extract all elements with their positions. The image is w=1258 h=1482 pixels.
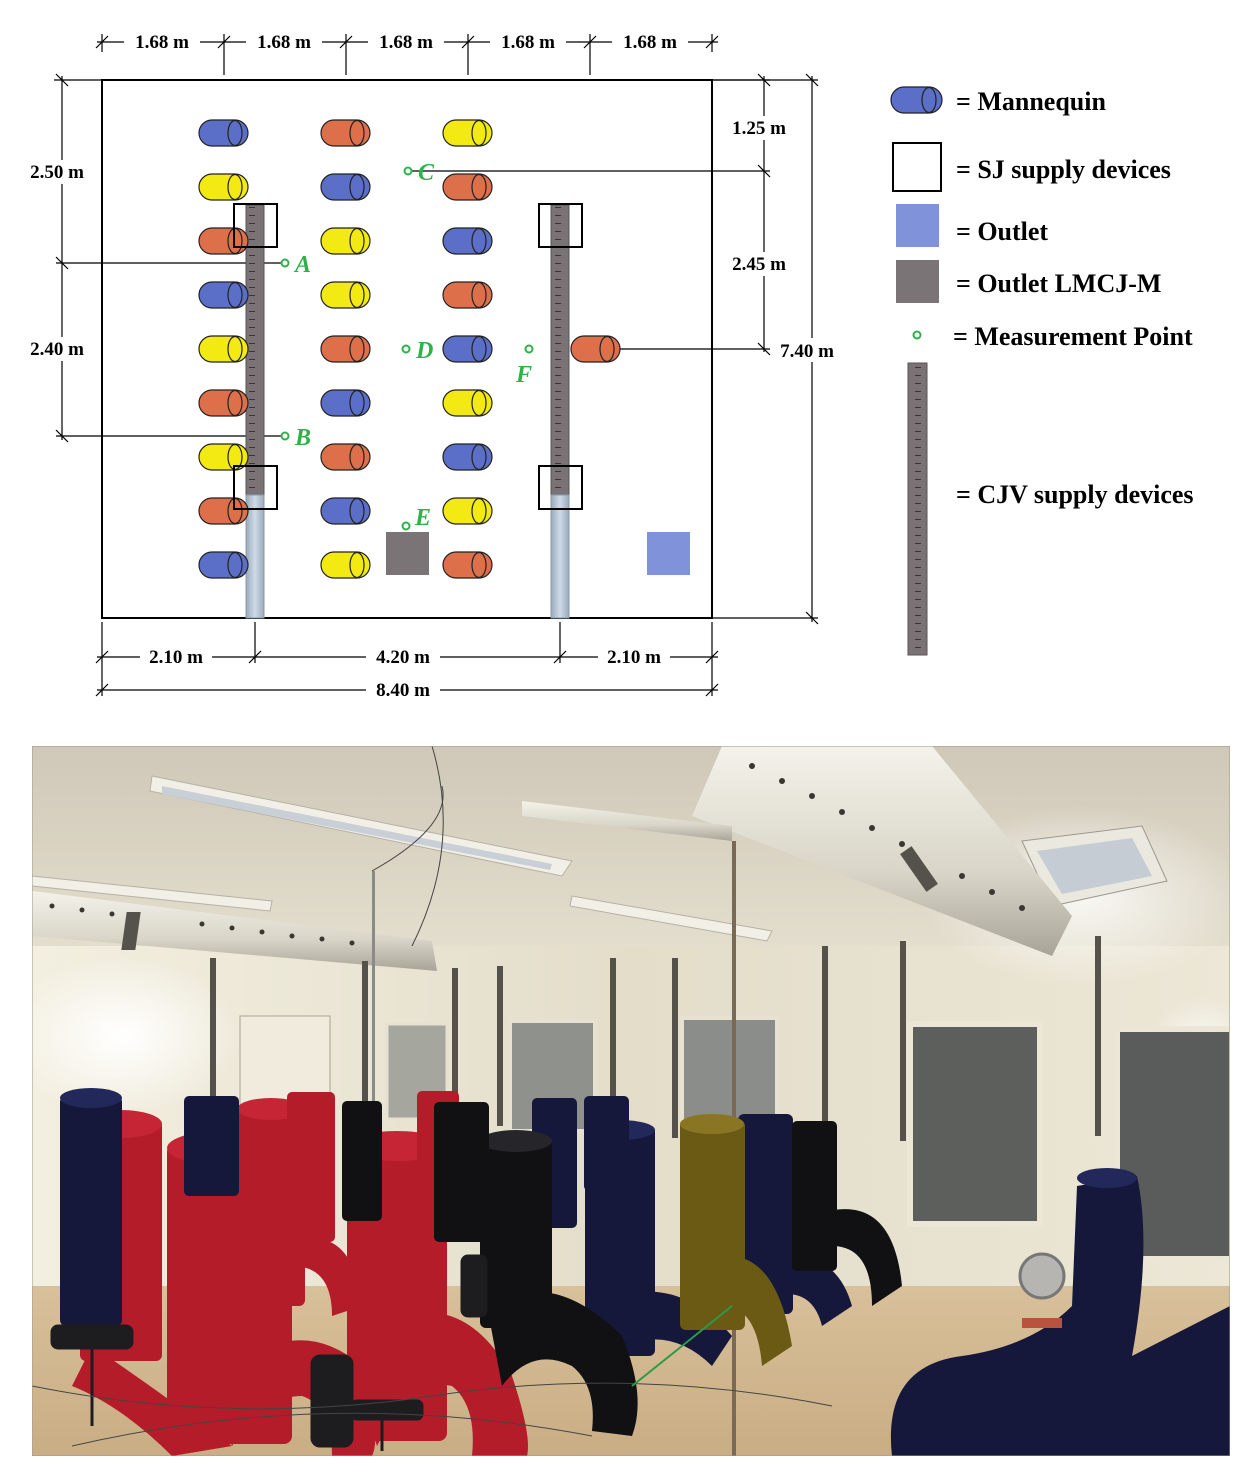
measurement-point-a — [280, 258, 290, 268]
mannequin — [198, 497, 249, 525]
measurement-points: A B C D E F — [280, 160, 534, 531]
mannequin — [320, 227, 371, 255]
measurement-point-d — [401, 344, 411, 354]
mp-label-b: B — [294, 425, 311, 451]
sj-device — [233, 465, 278, 510]
mannequin — [320, 119, 371, 147]
measurement-point-e — [401, 521, 411, 531]
mannequin — [198, 281, 249, 309]
legend-mannequin-icon — [890, 86, 943, 114]
legend-measurement-icon — [912, 330, 922, 340]
right-dim-a: 1.25 m — [732, 118, 786, 139]
measurement-point-c — [403, 166, 413, 176]
top-dim-2: 1.68 m — [257, 32, 311, 53]
legend-sj-label: = SJ supply devices — [956, 155, 1171, 184]
mp-label-e: E — [414, 505, 431, 531]
outlet-lmcj-m — [386, 532, 429, 575]
mannequin — [442, 281, 493, 309]
mannequin — [320, 497, 371, 525]
legend-mannequin-label: = Mannequin — [956, 87, 1106, 116]
legend: = Mannequin = SJ supply devices = Outlet… — [890, 86, 1194, 656]
cjv-duct-left — [245, 204, 265, 619]
mannequin — [442, 119, 493, 147]
mp-label-d: D — [415, 338, 433, 364]
bottom-dim-mid: 4.20 m — [376, 647, 430, 668]
mannequin — [320, 335, 371, 363]
mannequin — [442, 551, 493, 579]
left-dim-b: 2.40 m — [30, 339, 84, 360]
legend-cjv-label: = CJV supply devices — [956, 480, 1194, 509]
mannequin — [442, 227, 493, 255]
mannequin — [198, 119, 249, 147]
outlet — [647, 532, 690, 575]
legend-sj-icon — [892, 142, 942, 192]
mannequin — [442, 443, 493, 471]
mp-label-f: F — [515, 362, 532, 388]
sj-device — [233, 203, 278, 248]
room-layout-diagram: 1.68 m 1.68 m 1.68 m 1.68 m 1.68 m 2.50 … — [24, 30, 1194, 702]
top-dim-4: 1.68 m — [501, 32, 555, 53]
test-room-photo — [32, 746, 1230, 1456]
mannequin — [320, 389, 371, 417]
mannequin — [320, 443, 371, 471]
sj-device — [538, 465, 583, 510]
sj-supply-devices — [233, 203, 583, 510]
bottom-dim-left: 2.10 m — [149, 647, 203, 668]
measurement-point-b — [280, 431, 290, 441]
mannequin-layout — [198, 119, 621, 579]
mannequin — [198, 551, 249, 579]
mannequin — [442, 173, 493, 201]
top-dim-5: 1.68 m — [623, 32, 677, 53]
bottom-dim-right: 2.10 m — [607, 647, 661, 668]
mannequin — [320, 551, 371, 579]
top-dimension-labels: 1.68 m 1.68 m 1.68 m 1.68 m 1.68 m — [124, 30, 688, 54]
bottom-dim-total: 8.40 m — [376, 680, 430, 701]
left-dim-a: 2.50 m — [30, 162, 84, 183]
measurement-point-f — [524, 344, 534, 354]
right-dim-b: 2.45 m — [732, 254, 786, 275]
legend-cjv-icon — [907, 362, 928, 656]
top-dim-3: 1.68 m — [379, 32, 433, 53]
mannequin — [442, 497, 493, 525]
mannequin — [320, 281, 371, 309]
sj-device — [538, 203, 583, 248]
right-dim-total: 7.40 m — [780, 341, 834, 362]
mannequin — [320, 173, 371, 201]
legend-measurement-label: = Measurement Point — [953, 322, 1193, 351]
mannequin — [570, 335, 621, 363]
legend-outlet-icon — [896, 204, 939, 247]
mannequin — [198, 173, 249, 201]
cjv-duct-right — [550, 204, 570, 619]
test-room-photo-drawing — [32, 746, 1230, 1456]
mannequin — [198, 335, 249, 363]
mp-label-c: C — [418, 160, 435, 186]
mannequin — [442, 335, 493, 363]
legend-outlet-lmcj-icon — [896, 260, 939, 303]
top-dim-1: 1.68 m — [135, 32, 189, 53]
legend-outlet-lmcj-label: = Outlet LMCJ-M — [956, 269, 1161, 298]
mp-label-a: A — [293, 252, 311, 278]
mannequin — [198, 227, 249, 255]
mannequin — [198, 389, 249, 417]
legend-outlet-label: = Outlet — [956, 217, 1048, 246]
mannequin — [442, 389, 493, 417]
